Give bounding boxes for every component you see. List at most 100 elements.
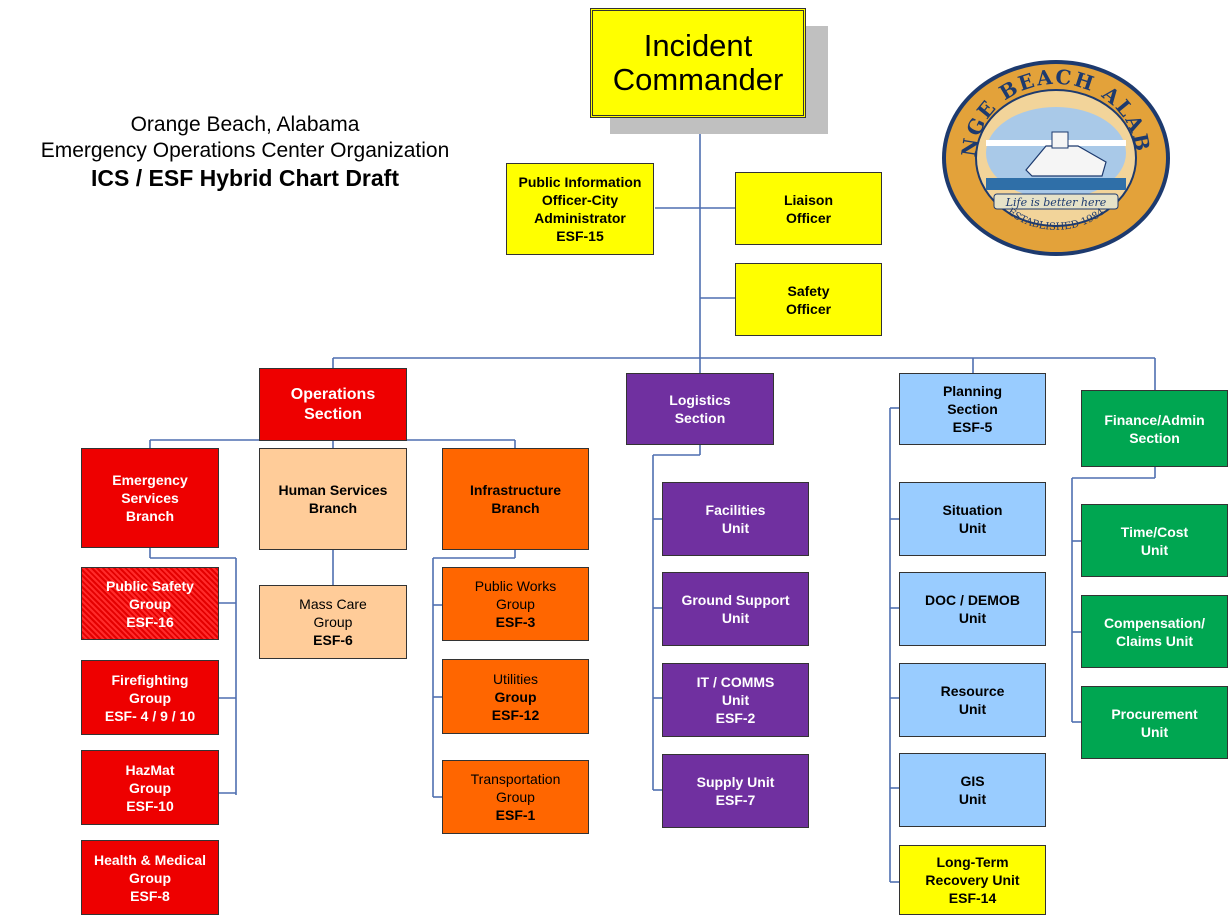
box-line: Services	[121, 490, 179, 506]
box-line: Group	[496, 596, 535, 612]
box-line: Long-Term	[936, 854, 1009, 870]
public-information-officer-box: Public Information Officer-City Administ…	[506, 163, 654, 255]
box-line: Unit	[1140, 723, 1169, 740]
box-line: Group	[129, 595, 171, 612]
box-line: ESF-15	[556, 228, 604, 244]
box-line: ESF- 4 / 9 / 10	[104, 707, 196, 724]
incident-commander-box: Incident Commander	[590, 8, 806, 118]
incident-commander-line-2: Commander	[612, 62, 784, 97]
box-line: ESF-6	[313, 632, 353, 648]
transportation-group-box: Transportation Group ESF-1	[442, 760, 589, 834]
planning-section-box: Planning Section ESF-5	[899, 373, 1046, 445]
it-comms-unit-box: IT / COMMS Unit ESF-2	[662, 663, 809, 737]
box-line: Branch	[308, 500, 358, 516]
box-line: Mass Care	[299, 596, 367, 612]
facilities-unit-box: Facilities Unit	[662, 482, 809, 556]
box-line: Unit	[721, 692, 750, 708]
box-line: Group	[129, 689, 171, 706]
box-line: Officer	[785, 209, 832, 226]
box-line: Finance/Admin	[1104, 411, 1205, 428]
ground-support-unit-box: Ground Support Unit	[662, 572, 809, 646]
seal-banner-text: Life is better here	[1005, 196, 1107, 209]
box-line: Group	[494, 688, 537, 705]
box-line: Firefighting	[111, 671, 189, 688]
box-line: Unit	[958, 791, 987, 807]
box-line: Group	[129, 869, 171, 886]
box-line: Safety	[787, 282, 830, 299]
box-line: HazMat	[125, 761, 175, 778]
box-line: Recovery Unit	[925, 872, 1020, 888]
box-line: Human Services	[278, 482, 388, 498]
box-line: Public Information	[518, 174, 642, 190]
box-line: ESF-12	[491, 706, 540, 723]
box-line: ESF-10	[126, 797, 174, 814]
box-line: Group	[313, 614, 353, 630]
hazmat-group-box: HazMat Group ESF-10	[81, 750, 219, 825]
box-line: Officer-City	[541, 192, 619, 208]
health-medical-group-box: Health & Medical Group ESF-8	[81, 840, 219, 915]
doc-demob-unit-box: DOC / DEMOB Unit	[899, 572, 1046, 646]
box-line: ESF-2	[715, 710, 756, 726]
box-line: Facilities	[705, 502, 766, 518]
resource-unit-box: Resource Unit	[899, 663, 1046, 737]
box-line: Emergency	[112, 472, 188, 488]
incident-commander-line-1: Incident	[643, 28, 753, 63]
box-line: Section	[304, 405, 362, 423]
box-line: Unit	[958, 701, 987, 717]
box-line: Officer	[785, 300, 832, 317]
operations-section-box: Operations Section	[259, 368, 407, 441]
emergency-services-branch-box: Emergency Services Branch	[81, 448, 219, 548]
box-line: Infrastructure	[469, 482, 562, 498]
box-line: Section	[947, 401, 998, 417]
infrastructure-branch-box: Infrastructure Branch	[442, 448, 589, 550]
title-organization: Emergency Operations Center Organization	[40, 139, 450, 162]
box-line: Group	[496, 789, 535, 805]
box-line: Branch	[491, 500, 540, 516]
safety-officer-box: Safety Officer	[735, 263, 882, 336]
box-line: ESF-1	[495, 807, 536, 823]
supply-unit-box: Supply Unit ESF-7	[662, 754, 809, 828]
title-city: Orange Beach, Alabama	[130, 113, 360, 136]
liaison-officer-box: Liaison Officer	[735, 172, 882, 245]
box-line: Procurement	[1111, 705, 1198, 722]
compensation-claims-unit-box: Compensation/ Claims Unit	[1081, 595, 1228, 668]
box-line: Operations	[290, 385, 376, 403]
box-line: Situation	[942, 502, 1003, 518]
box-line: Ground Support	[681, 592, 790, 608]
public-works-group-box: Public Works Group ESF-3	[442, 567, 589, 641]
box-line: Group	[129, 779, 171, 796]
box-line: Administrator	[534, 210, 626, 226]
box-line: Unit	[958, 520, 987, 536]
box-line: Utilities	[492, 670, 539, 687]
box-line: Time/Cost	[1120, 523, 1189, 540]
title-draft: ICS / ESF Hybrid Chart Draft	[91, 165, 399, 191]
box-line: Public Works	[474, 578, 557, 594]
box-line: Claims Unit	[1115, 632, 1193, 649]
box-line: Supply Unit	[696, 774, 775, 790]
finance-admin-section-box: Finance/Admin Section	[1081, 390, 1228, 467]
situation-unit-box: Situation Unit	[899, 482, 1046, 556]
box-line: Unit	[721, 520, 750, 536]
human-services-branch-box: Human Services Branch	[259, 448, 407, 550]
box-line: Planning	[942, 383, 1003, 399]
box-line: Branch	[125, 508, 175, 524]
box-line: ESF-14	[948, 890, 997, 906]
box-line: ESF-3	[495, 614, 536, 630]
orange-beach-seal-logo: ORANGE BEACH ALABAMA Life is better here…	[940, 58, 1170, 256]
box-line: Liaison	[783, 191, 833, 208]
box-line: IT / COMMS	[696, 674, 775, 690]
box-line: Public Safety	[106, 577, 194, 594]
box-line: ESF-16	[126, 613, 174, 630]
box-line: Compensation/	[1103, 614, 1206, 631]
box-line: GIS	[960, 773, 985, 789]
box-line: ESF-7	[715, 792, 756, 808]
box-line: ESF-8	[130, 887, 170, 904]
box-line: Section	[1129, 429, 1180, 446]
chart-title-block: Orange Beach, Alabama Emergency Operatio…	[0, 112, 490, 192]
box-line: Unit	[721, 610, 750, 626]
box-line: Unit	[958, 610, 987, 626]
logistics-section-box: Logistics Section	[626, 373, 774, 445]
box-line: Resource	[940, 683, 1005, 699]
box-line: Unit	[1140, 541, 1169, 558]
